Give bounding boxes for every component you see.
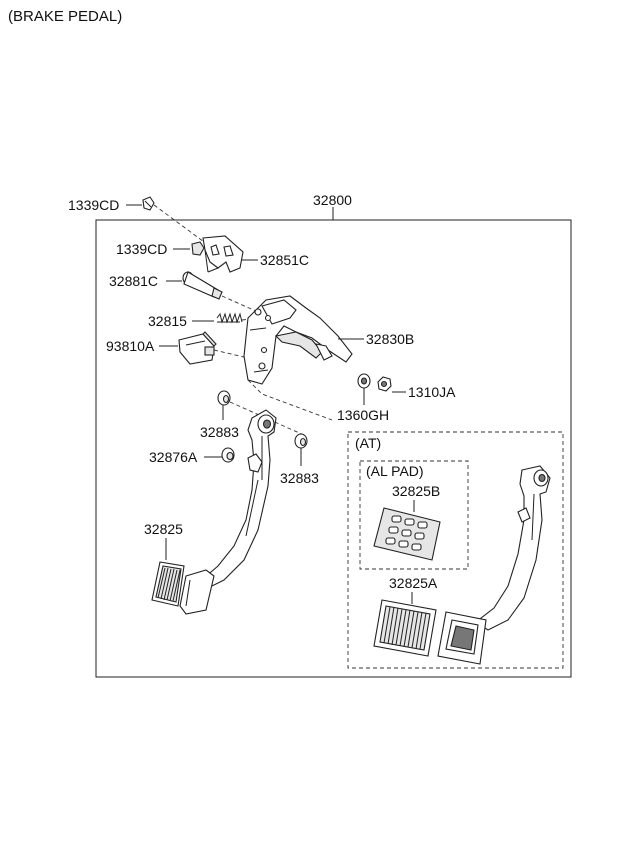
- switch-part: [178, 331, 217, 365]
- pedal-pad-part: [151, 561, 185, 607]
- al-pad-box: [359, 460, 469, 570]
- bush-1-part: [217, 390, 231, 406]
- at-box: [347, 431, 564, 669]
- label-1360gh: 1360GH: [337, 407, 389, 423]
- at-pad-part: [373, 599, 437, 657]
- label-32883-2: 32883: [280, 470, 319, 486]
- bracket-plate-part: [202, 235, 244, 273]
- al-pad-part: [373, 507, 441, 561]
- clip-top-part: [142, 196, 155, 211]
- label-at: (AT): [355, 435, 381, 451]
- switch-guide: [213, 349, 249, 359]
- label-32800: 32800: [313, 192, 352, 208]
- pin-part: [182, 271, 223, 300]
- label-93810a: 93810A: [106, 338, 155, 354]
- label-32881c: 32881C: [109, 273, 158, 289]
- label-32825: 32825: [144, 521, 183, 537]
- nut-1360gh-part: [357, 373, 371, 389]
- collar-part: [221, 447, 235, 463]
- label-32883-1: 32883: [200, 424, 239, 440]
- at-pedal-arm-part: [475, 465, 551, 631]
- pin-guide: [221, 295, 259, 313]
- label-1310ja: 1310JA: [408, 384, 456, 400]
- nut-1310ja-part: [377, 376, 392, 392]
- clip-part: [191, 241, 205, 256]
- label-32825b: 32825B: [392, 483, 440, 499]
- label-32825a: 32825A: [389, 575, 438, 591]
- label-al-pad: (AL PAD): [366, 463, 424, 479]
- member-bracket-part: [243, 295, 353, 385]
- at-pad-block-part: [437, 611, 487, 665]
- pedal-arm-part: [179, 409, 277, 615]
- spring-part: [216, 312, 243, 324]
- bush-2-part: [294, 433, 308, 449]
- label-32815: 32815: [148, 313, 187, 329]
- label-32876a: 32876A: [149, 449, 198, 465]
- label-32851c: 32851C: [260, 252, 309, 268]
- label-32830b: 32830B: [366, 331, 414, 347]
- label-1339cd: 1339CD: [116, 241, 167, 257]
- label-1339cd-top: 1339CD: [68, 197, 119, 213]
- pivot-guide: [229, 379, 333, 437]
- page-title: (BRAKE PEDAL): [8, 8, 123, 25]
